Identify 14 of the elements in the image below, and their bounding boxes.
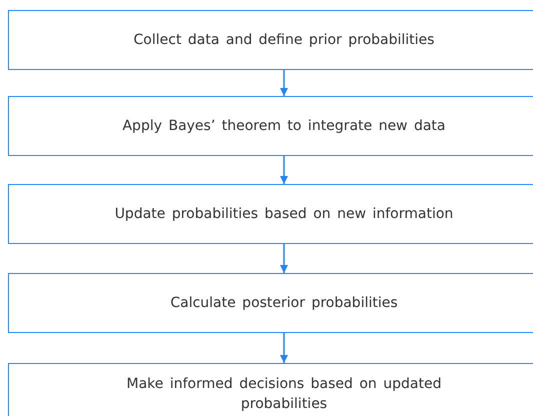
- step-text: Make informed decisions based on updated probabilities: [126, 374, 442, 414]
- arrow: [280, 333, 288, 363]
- arrow: [280, 244, 288, 273]
- step-text: Collect data and define prior probabilities: [132, 30, 436, 50]
- process-box: [8, 273, 533, 333]
- process-box: [8, 96, 533, 156]
- step-text: Update probabilities based on new information: [114, 204, 454, 224]
- arrow: [280, 156, 288, 184]
- process-box: [8, 10, 533, 70]
- step-text: Calculate posterior probabilities: [169, 294, 399, 313]
- process-box: [8, 184, 533, 244]
- arrow: [280, 70, 288, 96]
- process-box: [8, 363, 533, 416]
- step-text: Apply Bayes’ theorem to integrate new data: [121, 116, 446, 136]
